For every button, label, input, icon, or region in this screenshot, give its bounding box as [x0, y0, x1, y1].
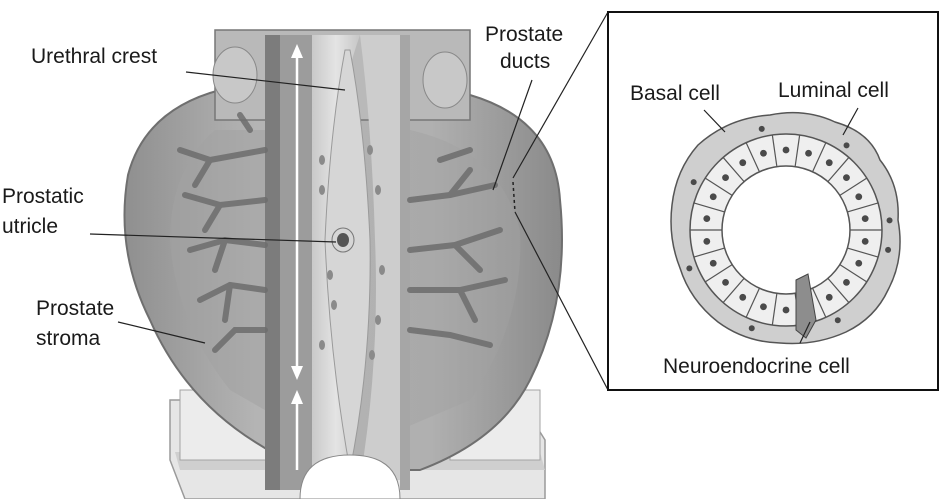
prostatic-utricle-label-line1: Prostatic: [2, 185, 84, 208]
basal-cell-label: Basal cell: [630, 82, 720, 105]
basal-cell-nucleus: [835, 317, 841, 323]
basal-cell-nucleus: [691, 179, 697, 185]
luminal-cell-nucleus: [710, 260, 717, 267]
prostate-gland: [124, 30, 562, 499]
prostatic-utricle-label-line2: utricle: [2, 215, 58, 238]
luminal-cell-nucleus: [703, 215, 710, 222]
luminal-cell-nucleus: [739, 294, 746, 301]
prostate-ducts-label-line2: ducts: [500, 50, 550, 73]
luminal-cell-nucleus: [760, 303, 767, 310]
luminal-cell-nucleus: [783, 307, 790, 314]
basal-cell-nucleus: [885, 247, 891, 253]
luminal-cell-nucleus: [805, 150, 812, 157]
basal-cell-nucleus: [686, 265, 692, 271]
acinus-lumen: [722, 166, 850, 294]
luminal-cell-nucleus: [722, 279, 729, 286]
basal-cell-nucleus: [749, 325, 755, 331]
luminal-cell-nucleus: [862, 215, 869, 222]
neuroendocrine-cell-label: Neuroendocrine cell: [663, 355, 850, 378]
luminal-cell-nucleus: [855, 260, 862, 267]
prostate-stroma-label-line1: Prostate: [36, 297, 114, 320]
luminal-cell-nucleus: [739, 159, 746, 166]
acinus-cross-section: [671, 113, 900, 344]
prostate-stroma-label-line2: stroma: [36, 327, 101, 350]
luminal-cell-nucleus: [826, 294, 833, 301]
luminal-cell-nucleus: [760, 150, 767, 157]
urethral-crest-label: Urethral crest: [31, 45, 157, 68]
prostate-ducts-label-line1: Prostate: [485, 23, 563, 46]
basal-cell-nucleus: [887, 217, 893, 223]
luminal-cell-nucleus: [783, 147, 790, 154]
basal-cell-nucleus: [759, 126, 765, 132]
top-left-node: [213, 47, 257, 103]
luminal-cell-nucleus: [722, 174, 729, 181]
luminal-cell-nucleus: [855, 193, 862, 200]
luminal-cell-nucleus: [826, 159, 833, 166]
luminal-cell-nucleus: [703, 238, 710, 245]
luminal-cell-nucleus: [862, 238, 869, 245]
luminal-cell-nucleus: [843, 279, 850, 286]
urethra-right-wall: [400, 35, 410, 490]
luminal-cell-label: Luminal cell: [778, 79, 889, 102]
basal-cell-nucleus: [844, 142, 850, 148]
luminal-cell-nucleus: [843, 174, 850, 181]
luminal-cell-nucleus: [710, 193, 717, 200]
prostatic-utricle-mark: [337, 233, 349, 247]
top-right-node: [423, 52, 467, 108]
